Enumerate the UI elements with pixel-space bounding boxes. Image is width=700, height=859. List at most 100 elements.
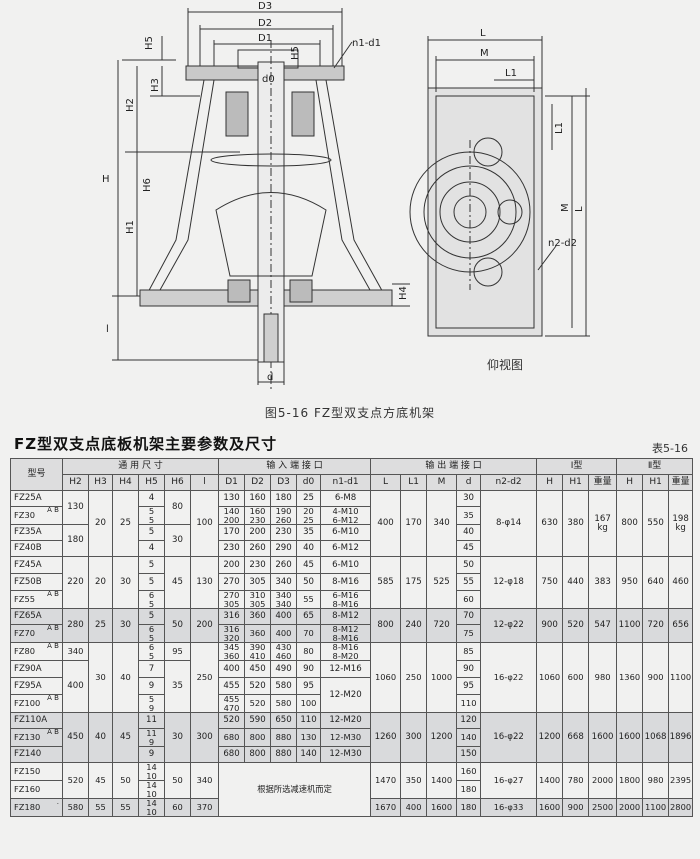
cell: 1400: [536, 762, 564, 799]
cell-line: 14: [146, 798, 157, 808]
ab-marker: A B: [47, 506, 59, 514]
cell: 460: [668, 556, 694, 609]
cell: 720: [642, 608, 670, 643]
cell: 40: [112, 642, 139, 713]
cell: 220: [62, 556, 89, 609]
cell: 2000: [616, 798, 644, 817]
label-n1-d1: n1-d1: [352, 38, 381, 49]
cell: 580: [62, 798, 89, 817]
cell: 370: [189, 798, 220, 817]
ab-marker: A B: [47, 624, 59, 632]
cell: 750: [536, 556, 564, 609]
cell: 5: [138, 556, 165, 574]
cell: 12-M16: [320, 660, 372, 678]
cell: 16-φ22: [480, 712, 538, 763]
cell: 6-M12: [320, 540, 372, 557]
model-name: FZ55: [14, 594, 36, 605]
cell: 455: [218, 677, 246, 695]
header-input: 输 入 端 接 口: [218, 458, 372, 475]
cell: 300: [400, 712, 428, 763]
col-D2: D2: [244, 474, 272, 491]
cell: 200: [189, 608, 220, 643]
cell: 590: [244, 712, 272, 729]
ab-marker: A B: [47, 694, 59, 702]
cell: 600: [562, 642, 590, 713]
cell-line: 20: [303, 506, 314, 516]
cell: 12-φ18: [480, 556, 538, 609]
cell: 55: [112, 798, 139, 817]
input-note-cell: 根据所选减速机而定: [218, 762, 372, 817]
label-L1-vertical: L1: [554, 122, 565, 134]
col-d: d: [456, 474, 482, 491]
model-cell: FZ40B: [10, 540, 63, 557]
cell: 280: [62, 608, 89, 643]
cell: 170: [218, 524, 246, 541]
col-type1-H: H: [536, 474, 564, 491]
cell-line: 10: [146, 806, 157, 817]
cell: 45: [88, 762, 113, 799]
label-H4: H4: [398, 286, 409, 300]
cell: 50: [296, 573, 322, 591]
cell: 35: [296, 524, 322, 541]
cell: 95: [456, 677, 482, 695]
col-type2-H: H: [616, 474, 644, 491]
cell: 400: [400, 798, 428, 817]
col-L: L: [370, 474, 402, 491]
cell: 230: [270, 524, 298, 541]
cell: 880: [270, 728, 298, 747]
col-M: M: [426, 474, 458, 491]
cell: 180: [270, 490, 298, 507]
label-H6: H6: [142, 178, 153, 192]
cell-line: 8-M20: [332, 650, 359, 661]
model-name: FZ80: [14, 646, 36, 657]
cell-line: 14: [146, 762, 157, 772]
cell: 270: [218, 573, 246, 591]
cell-line: 305: [249, 598, 266, 609]
cell: 65: [296, 608, 322, 625]
cell: 2395: [668, 762, 694, 799]
cell-line: 310: [249, 590, 266, 600]
cell: 400: [270, 624, 298, 643]
cell-line: 160: [249, 506, 266, 516]
cell: 9: [138, 746, 165, 763]
label-M-vertical: M: [560, 203, 571, 212]
cell-line: 470: [223, 702, 240, 713]
label-L-vertical: L: [574, 206, 585, 212]
cell: 1260: [370, 712, 402, 763]
cell: 30: [112, 608, 139, 643]
cell: 16-φ33: [480, 798, 538, 817]
cell: 35: [164, 660, 191, 713]
col-type2-weight: 重量: [668, 474, 694, 491]
ab-marker: A B: [47, 590, 59, 598]
cell-line: 5: [148, 514, 155, 525]
label-D1: D1: [258, 33, 272, 44]
cell-line: 6-M16: [332, 590, 359, 600]
col-H2: H2: [62, 474, 89, 491]
cell: 40: [456, 524, 482, 541]
cell: 35: [456, 506, 482, 525]
cell: 16-φ27: [480, 762, 538, 799]
cell: 1060: [370, 642, 402, 713]
cell: 170: [400, 490, 428, 557]
cell: 260: [244, 540, 272, 557]
cell: 70: [296, 624, 322, 643]
cell-line: 25: [303, 514, 314, 525]
label-H3: H3: [150, 78, 161, 92]
cell: 580: [270, 694, 298, 713]
header-type1: Ⅰ型: [536, 458, 618, 475]
cell: 30: [88, 642, 113, 713]
header-common: 通 用 尺 寸: [61, 458, 220, 475]
cell-line: 9: [148, 736, 155, 747]
cell-line: 6: [148, 642, 155, 652]
cell: 520: [218, 712, 246, 729]
